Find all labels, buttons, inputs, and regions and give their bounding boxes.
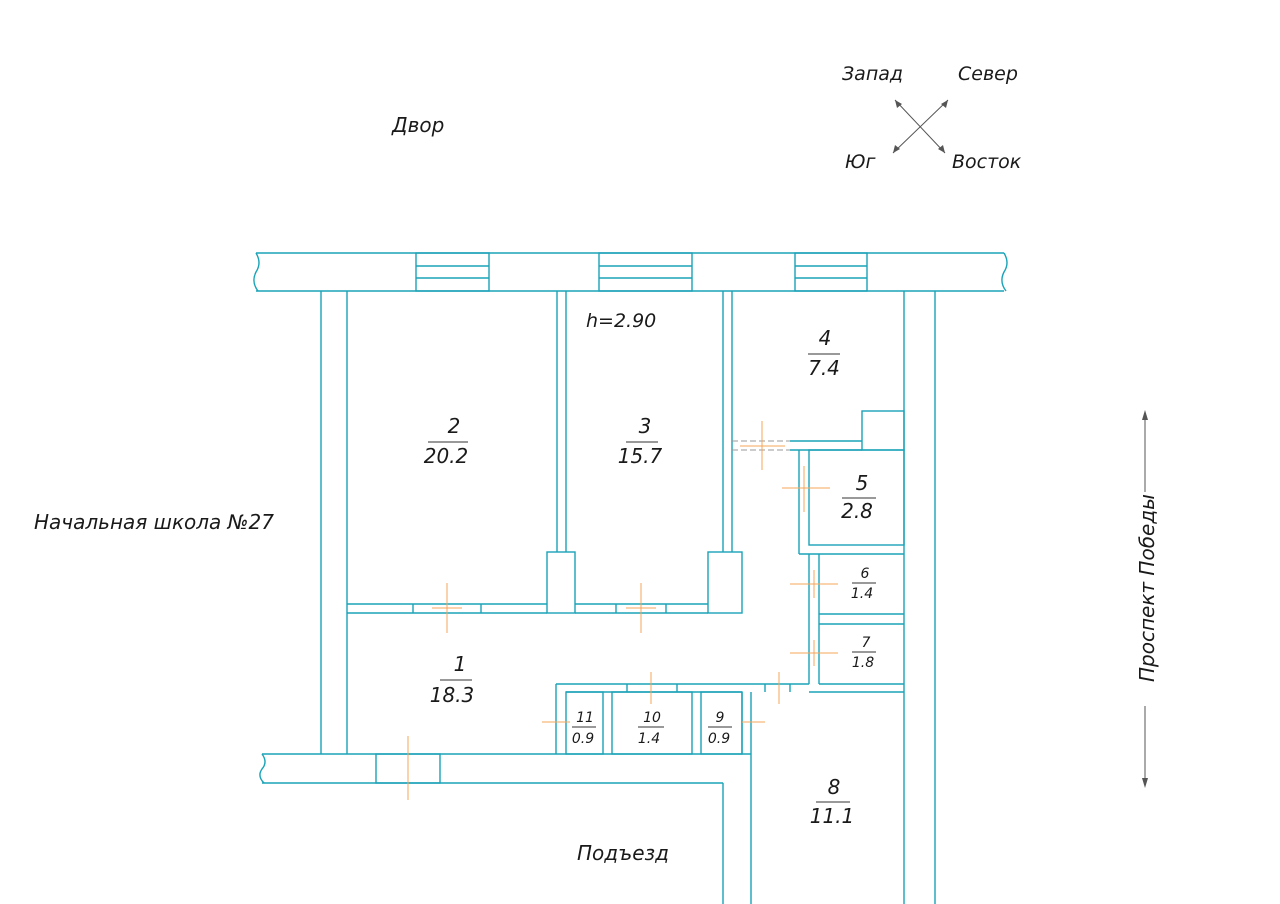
room-1: 1 18.3 (430, 652, 475, 707)
compass-rose (892, 99, 949, 154)
room-1-number: 1 (454, 652, 467, 676)
room-5: 5 2.8 (841, 471, 876, 523)
avenue-label: Проспект Победы (1135, 494, 1159, 682)
walls (253, 252, 1008, 904)
room-3: 3 15.7 (618, 414, 663, 468)
ceiling-height-label: h=2.90 (586, 310, 656, 332)
room-2: 2 20.2 (424, 414, 469, 468)
room-4-area: 7.4 (808, 356, 840, 380)
avenue-arrow (1142, 410, 1148, 788)
room-2-area: 20.2 (424, 444, 469, 468)
room-10: 10 1.4 (638, 710, 664, 747)
compass-south: Юг (845, 151, 877, 173)
entrance-label: Подъезд (577, 841, 669, 865)
room-9: 9 0.9 (708, 710, 732, 747)
room-4-number: 4 (819, 326, 832, 350)
room-6-area: 1.4 (851, 586, 873, 602)
room-7: 7 1.8 (852, 635, 876, 671)
room-11-area: 0.9 (572, 731, 594, 747)
room-5-number: 5 (856, 471, 869, 495)
room-6-number: 6 (861, 566, 870, 582)
room-9-area: 0.9 (708, 731, 730, 747)
room-3-number: 3 (639, 414, 652, 438)
yard-label: Двор (391, 113, 444, 137)
room-8-number: 8 (828, 775, 841, 799)
room-10-number: 10 (643, 710, 661, 726)
door-markers (407, 421, 838, 800)
compass-west: Запад (842, 63, 903, 85)
room-11: 11 0.9 (572, 710, 596, 747)
room-8-area: 11.1 (810, 804, 855, 828)
school-label: Начальная школа №27 (34, 510, 274, 534)
room-9-number: 9 (716, 710, 725, 726)
room-8: 8 11.1 (810, 775, 855, 828)
room-5-area: 2.8 (841, 499, 873, 523)
compass-north: Север (958, 63, 1018, 85)
room-1-area: 18.3 (430, 683, 475, 707)
room-7-number: 7 (862, 635, 871, 651)
compass-east: Восток (952, 151, 1022, 173)
room-2-number: 2 (448, 414, 461, 438)
room-6: 6 1.4 (851, 566, 876, 602)
room-10-area: 1.4 (638, 731, 660, 747)
dashed-opening (732, 440, 790, 451)
room-11-number: 11 (576, 710, 594, 726)
room-7-area: 1.8 (852, 655, 874, 671)
room-3-area: 15.7 (618, 444, 663, 468)
room-4: 4 7.4 (808, 326, 840, 380)
